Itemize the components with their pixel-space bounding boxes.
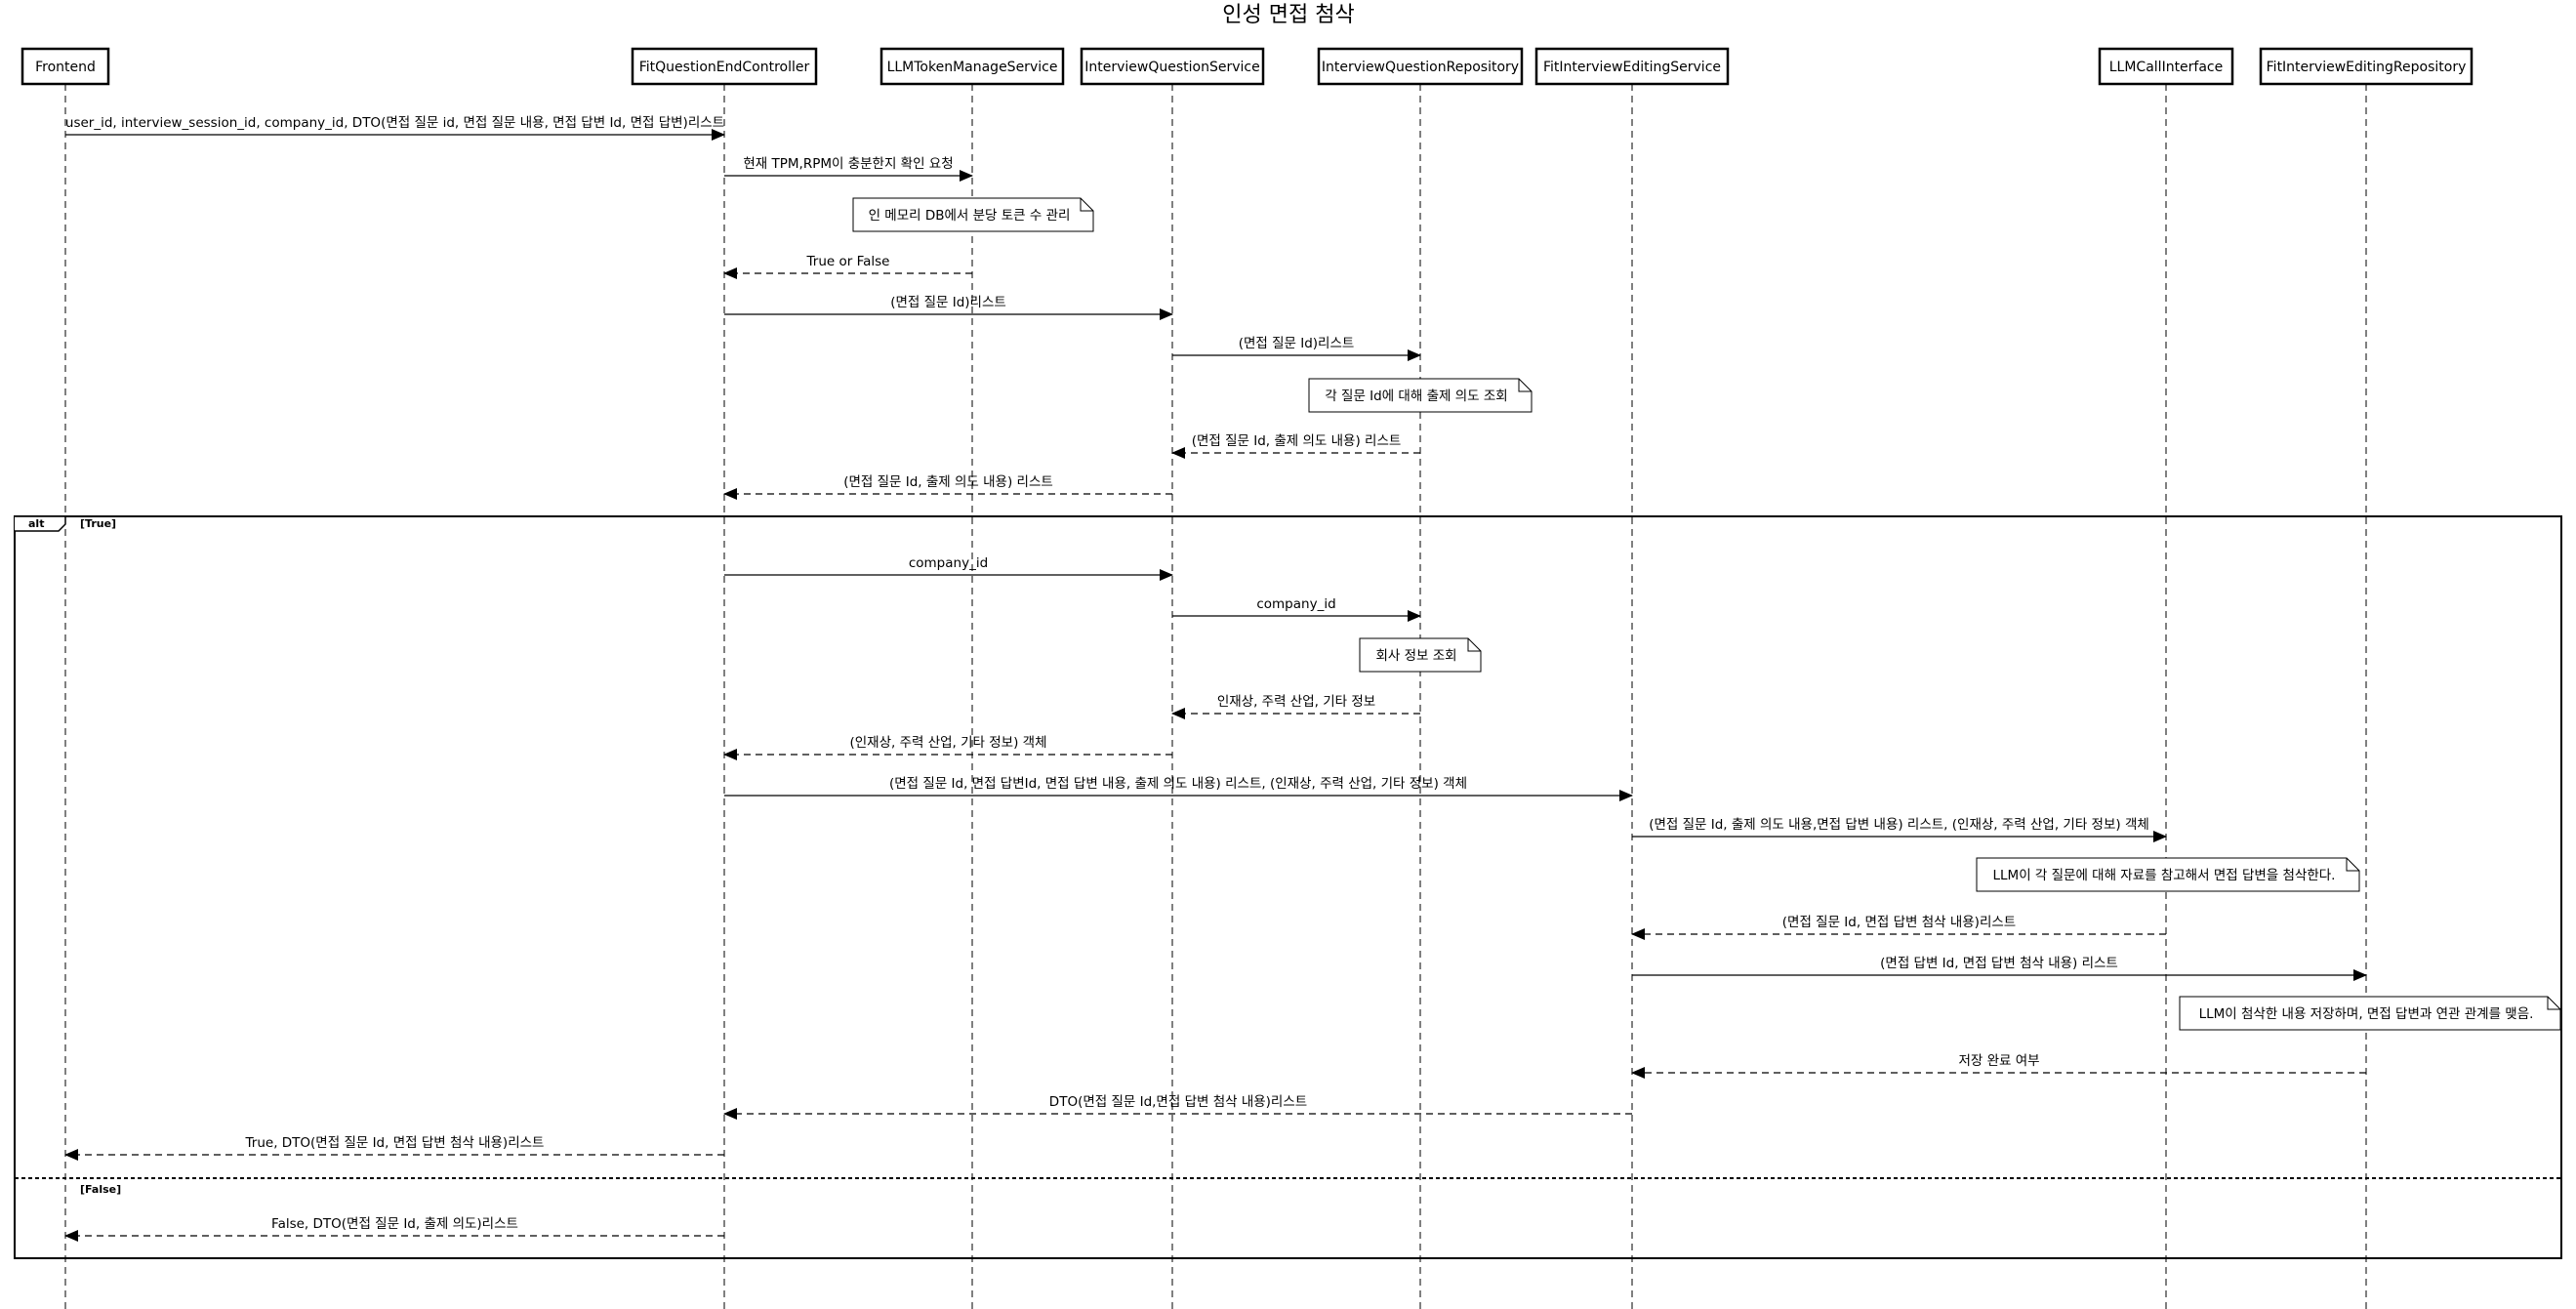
message-label: (면접 답변 Id, 면접 답변 첨삭 내용) 리스트 bbox=[1880, 956, 2118, 971]
participants: Frontend FitQuestionEndController LLMToken… bbox=[20, 47, 2474, 86]
message: (면접 질문 Id, 면접 답변 첨삭 내용)리스트 bbox=[1631, 915, 2166, 940]
message-label: (면접 질문 Id, 면접 답변Id, 면접 답변 내용, 출제 의도 내용) … bbox=[889, 776, 1467, 792]
message-label: 현재 TPM,RPM이 충분한지 확인 요청 bbox=[743, 156, 953, 172]
message-label: (면접 질문 Id, 출제 의도 내용) 리스트 bbox=[843, 474, 1053, 490]
participant-box: FitInterviewEditingService bbox=[1534, 47, 1730, 86]
participant-box: Frontend bbox=[20, 47, 110, 86]
message-label: True or False bbox=[806, 254, 890, 269]
message-label: (면접 질문 Id, 출제 의도 내용,면접 답변 내용) 리스트, (인재상,… bbox=[1649, 817, 2149, 833]
participant-box: InterviewQuestionService bbox=[1080, 47, 1265, 86]
participant-label: InterviewQuestionService bbox=[1084, 60, 1259, 75]
participant-label: FitQuestionEndController bbox=[639, 60, 810, 75]
message: 인재상, 주력 산업, 기타 정보 bbox=[1171, 694, 1420, 719]
guard-true: [True] bbox=[80, 517, 116, 530]
alt-frame bbox=[14, 515, 2562, 1259]
message: (면접 질문 Id)리스트 bbox=[1172, 336, 1421, 361]
message: (면접 질문 Id)리스트 bbox=[724, 295, 1173, 320]
message-label: True, DTO(면접 질문 Id, 면접 답변 첨삭 내용)리스트 bbox=[245, 1135, 545, 1151]
participant-box: FitInterviewEditingRepository bbox=[2259, 47, 2474, 86]
note-text: 회사 정보 조회 bbox=[1375, 648, 1456, 664]
note: 인 메모리 DB에서 분당 토큰 수 관리 bbox=[852, 197, 1094, 232]
messages: user_id, interview_session_id, company_i… bbox=[64, 115, 2367, 1242]
message-label: False, DTO(면접 질문 Id, 출제 의도)리스트 bbox=[271, 1216, 518, 1232]
message-label: (면접 질문 Id, 면접 답변 첨삭 내용)리스트 bbox=[1782, 915, 2016, 930]
message: company_id bbox=[724, 555, 1173, 581]
participant-label: LLMTokenManageService bbox=[887, 60, 1058, 75]
message: (면접 질문 Id, 출제 의도 내용) 리스트 bbox=[723, 474, 1172, 500]
participant-label: FitInterviewEditingService bbox=[1543, 60, 1721, 75]
note: 회사 정보 조회 bbox=[1359, 637, 1482, 673]
message: user_id, interview_session_id, company_i… bbox=[65, 115, 725, 141]
message: True, DTO(면접 질문 Id, 면접 답변 첨삭 내용)리스트 bbox=[64, 1135, 724, 1161]
lifelines bbox=[64, 84, 2367, 1309]
participant-label: LLMCallInterface bbox=[2109, 60, 2224, 75]
participant-box: LLMTokenManageService bbox=[879, 47, 1065, 86]
message: 저장 완료 여부 bbox=[1631, 1053, 2366, 1079]
guard-false: [False] bbox=[80, 1183, 121, 1196]
diagram-title: 인성 면접 첨삭 bbox=[1222, 3, 1354, 27]
participant-box: LLMCallInterface bbox=[2098, 47, 2234, 86]
participant-label: Frontend bbox=[35, 60, 96, 75]
message: 현재 TPM,RPM이 충분한지 확인 요청 bbox=[724, 156, 973, 182]
message: True or False bbox=[723, 254, 972, 279]
message-label: company_id bbox=[1256, 596, 1335, 612]
message: (인재상, 주력 산업, 기타 정보) 객체 bbox=[723, 735, 1172, 760]
message-label: (인재상, 주력 산업, 기타 정보) 객체 bbox=[849, 735, 1046, 751]
message-label: user_id, interview_session_id, company_i… bbox=[65, 115, 724, 131]
message-label: (면접 질문 Id)리스트 bbox=[1239, 336, 1355, 351]
message: company_id bbox=[1172, 596, 1421, 622]
participant-label: InterviewQuestionRepository bbox=[1322, 60, 1519, 75]
note: LLM이 첨삭한 내용 저장하며, 면접 답변과 연관 관계를 맺음. bbox=[2179, 996, 2561, 1031]
message: False, DTO(면접 질문 Id, 출제 의도)리스트 bbox=[64, 1216, 724, 1242]
note-text: LLM이 첨삭한 내용 저장하며, 면접 답변과 연관 관계를 맺음. bbox=[2199, 1006, 2534, 1022]
notes: 인 메모리 DB에서 분당 토큰 수 관리각 질문 Id에 대해 출제 의도 조… bbox=[852, 197, 2561, 1031]
alt-operator: alt bbox=[28, 517, 44, 530]
alt-tab bbox=[15, 515, 66, 532]
message-label: (면접 질문 Id)리스트 bbox=[890, 295, 1006, 310]
alt-fragment: alt [True] [False] bbox=[14, 515, 2562, 1259]
message: (면접 질문 Id, 면접 답변Id, 면접 답변 내용, 출제 의도 내용) … bbox=[724, 776, 1633, 801]
participant-box: FitQuestionEndController bbox=[631, 47, 818, 86]
message: (면접 질문 Id, 출제 의도 내용) 리스트 bbox=[1171, 433, 1420, 459]
message: (면접 질문 Id, 출제 의도 내용,면접 답변 내용) 리스트, (인재상,… bbox=[1632, 817, 2167, 842]
note-text: 각 질문 Id에 대해 출제 의도 조회 bbox=[1325, 389, 1507, 404]
message-label: DTO(면접 질문 Id,면접 답변 첨삭 내용)리스트 bbox=[1049, 1094, 1307, 1110]
note: LLM이 각 질문에 대해 자료를 참고해서 면접 답변을 첨삭한다. bbox=[1976, 857, 2360, 892]
note-text: LLM이 각 질문에 대해 자료를 참고해서 면접 답변을 첨삭한다. bbox=[1993, 868, 2336, 883]
message: (면접 답변 Id, 면접 답변 첨삭 내용) 리스트 bbox=[1632, 956, 2367, 981]
message-label: company_id bbox=[909, 555, 988, 571]
message-label: 저장 완료 여부 bbox=[1958, 1053, 2039, 1069]
participant-box: InterviewQuestionRepository bbox=[1317, 47, 1524, 86]
participant-label: FitInterviewEditingRepository bbox=[2267, 60, 2467, 75]
message-label: 인재상, 주력 산업, 기타 정보 bbox=[1217, 694, 1375, 710]
message: DTO(면접 질문 Id,면접 답변 첨삭 내용)리스트 bbox=[723, 1094, 1632, 1120]
note: 각 질문 Id에 대해 출제 의도 조회 bbox=[1308, 378, 1533, 413]
note-text: 인 메모리 DB에서 분당 토큰 수 관리 bbox=[869, 208, 1071, 224]
message-label: (면접 질문 Id, 출제 의도 내용) 리스트 bbox=[1192, 433, 1402, 449]
